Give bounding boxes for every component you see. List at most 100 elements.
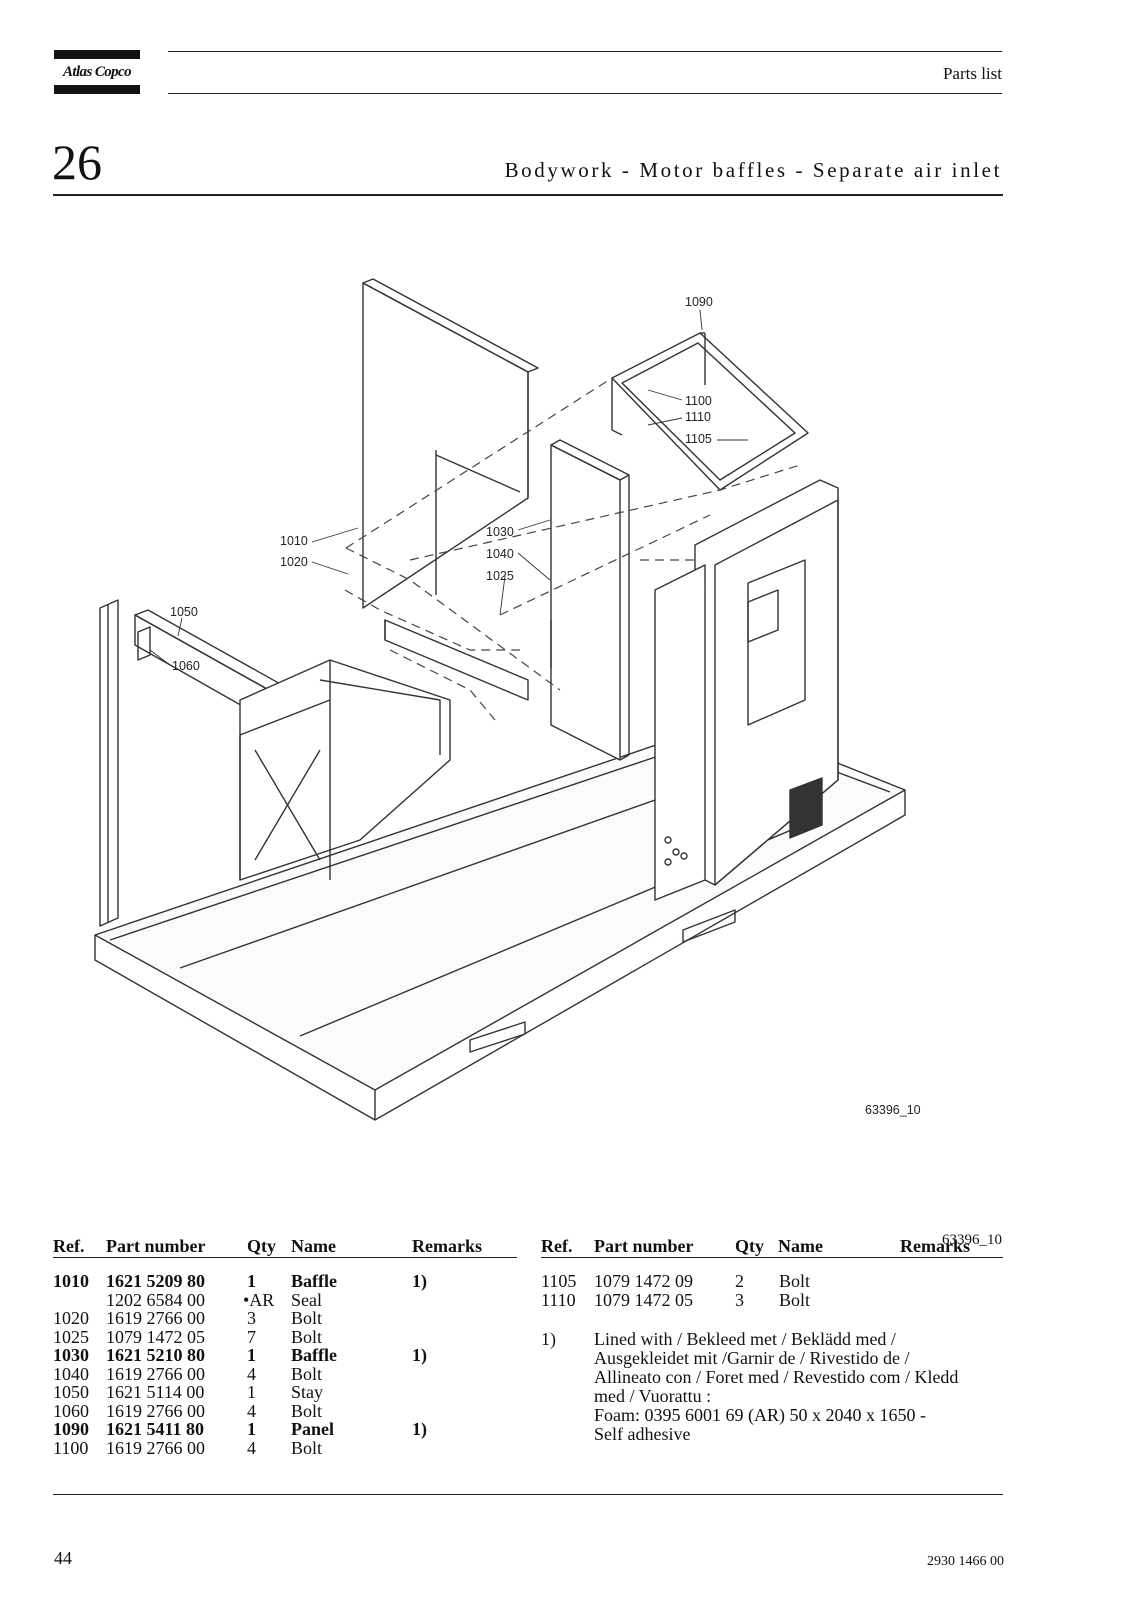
footer-rule <box>53 1494 1003 1495</box>
logo-bar-bottom <box>54 85 140 94</box>
cell-part-number: 1621 5210 80 <box>106 1345 205 1365</box>
atlas-copco-logo: Atlas Copco <box>54 50 140 94</box>
cell-qty: 1 <box>247 1419 256 1439</box>
cell-ref: 1110 <box>541 1289 576 1310</box>
col-header-remarks-right: Remarks <box>900 1236 970 1256</box>
cell-ref: 1060 <box>53 1400 89 1421</box>
callout-1030: 1030 <box>486 525 514 539</box>
col-header-qty: Qty <box>247 1236 276 1256</box>
cell-ref: 1100 <box>53 1437 89 1458</box>
cell-qty: 4 <box>247 1363 256 1384</box>
table-header-rule-right <box>541 1257 1003 1258</box>
cell-name: Baffle <box>291 1271 337 1291</box>
logo-bar-top <box>54 50 140 59</box>
cell-ref: 1010 <box>53 1271 89 1291</box>
cell-part-number: 1079 1472 05 <box>594 1289 693 1310</box>
cell-remarks: 1) <box>412 1345 427 1365</box>
cell-part-number: 1621 5411 80 <box>106 1419 205 1439</box>
cell-qty: 3 <box>247 1308 256 1328</box>
callout-1090: 1090 <box>685 295 713 309</box>
cell-part-number: 1079 1472 05 <box>106 1326 205 1347</box>
cell-part-number: 1619 2766 00 <box>106 1400 205 1421</box>
cell-part-number: 1619 2766 00 <box>106 1437 205 1458</box>
drawing-id: 63396_10 <box>865 1103 921 1117</box>
callout-leaders <box>149 309 748 666</box>
col-header-qty-right: Qty <box>735 1236 764 1256</box>
header-rule-bottom <box>168 93 1002 94</box>
table-header-rule <box>53 1257 517 1258</box>
cell-remarks: 1) <box>412 1271 427 1291</box>
baffle-1030 <box>550 439 630 761</box>
footnote-text: Lined with / Bekleed met / Beklädd med /… <box>594 1330 994 1444</box>
col-header-remarks: Remarks <box>412 1236 482 1256</box>
cell-name: Bolt <box>291 1308 323 1328</box>
cell-qty: •AR <box>243 1289 275 1310</box>
page-number: 44 <box>54 1548 72 1568</box>
document-number: 2930 1466 00 <box>927 1554 1004 1569</box>
col-header-name: Name <box>291 1236 336 1256</box>
cell-name: Bolt <box>291 1400 323 1421</box>
callout-1020: 1020 <box>280 555 308 569</box>
cell-name: Bolt <box>291 1326 323 1347</box>
cell-name: Bolt <box>291 1437 323 1458</box>
baffle-1010 <box>362 278 539 701</box>
footnote-line: med / Vuorattu : <box>594 1386 712 1406</box>
cell-name: Bolt <box>779 1271 811 1291</box>
callout-1100: 1100 <box>685 394 712 408</box>
logo-text: Atlas Copco <box>63 64 132 80</box>
cell-name: Bolt <box>291 1363 323 1384</box>
cell-remarks: 1) <box>412 1419 427 1439</box>
stay-assembly <box>99 599 451 927</box>
panel-1090 <box>611 332 809 491</box>
footnote-line: Ausgekleidet mit /Garnir de / Rivestido … <box>594 1348 910 1368</box>
col-header-part-number: Part number <box>106 1236 206 1256</box>
cell-name: Bolt <box>779 1289 811 1310</box>
cell-part-number: 1619 2766 00 <box>106 1363 205 1384</box>
cell-part-number: 1079 1472 09 <box>594 1271 693 1291</box>
cell-qty: 2 <box>735 1271 744 1291</box>
parts-table-right: Ref. Part number Qty Name Remarks 1105 10… <box>541 1236 1003 1309</box>
chapter-number: 26 <box>52 134 102 190</box>
cell-name: Stay <box>291 1382 324 1402</box>
cell-ref: 1105 <box>541 1271 577 1291</box>
cell-name: Panel <box>291 1419 334 1439</box>
cell-qty: 4 <box>247 1437 256 1458</box>
col-header-ref-right: Ref. <box>541 1236 573 1256</box>
callout-1010: 1010 <box>280 534 308 548</box>
callout-1025: 1025 <box>486 569 514 583</box>
cell-name: Seal <box>291 1289 322 1310</box>
cell-qty: 7 <box>247 1326 256 1347</box>
parts-table-left: Ref. Part number Qty Name Remarks 1010 16… <box>53 1236 517 1466</box>
cell-ref: 1020 <box>53 1308 89 1328</box>
footnote-line: Lined with / Bekleed met / Beklädd med / <box>594 1329 896 1349</box>
cell-part-number: 1621 5209 80 <box>106 1271 205 1291</box>
col-header-ref: Ref. <box>53 1236 85 1256</box>
col-header-part-number-right: Part number <box>594 1236 694 1256</box>
cell-qty: 1 <box>247 1382 256 1402</box>
callout-1110: 1110 <box>685 410 711 424</box>
footnote-line: Allineato con / Foret med / Revestido co… <box>594 1367 959 1387</box>
assembly-lines <box>344 377 801 721</box>
footnote-marker: 1) <box>541 1329 556 1349</box>
cell-part-number: 1202 6584 00 <box>106 1289 205 1310</box>
header-rule-top <box>168 51 1002 52</box>
exploded-parts-drawing: 1090 1100 1110 1105 1010 1020 1030 1040 … <box>94 278 921 1121</box>
cell-ref: 1040 <box>53 1363 89 1384</box>
cell-ref: 1090 <box>53 1419 89 1439</box>
callout-1050: 1050 <box>170 605 198 619</box>
footnote-line: Self adhesive <box>594 1424 691 1444</box>
cell-ref: 1025 <box>53 1326 89 1347</box>
cell-ref: 1050 <box>53 1382 89 1402</box>
cell-qty: 1 <box>247 1345 256 1365</box>
door-cabinet <box>654 479 839 901</box>
callout-1105: 1105 <box>685 432 712 446</box>
cell-qty: 1 <box>247 1271 256 1291</box>
chapter-title: Bodywork - Motor baffles - Separate air … <box>504 158 1002 182</box>
footnote-line: Foam: 0395 6001 69 (AR) 50 x 2040 x 1650… <box>594 1405 926 1425</box>
col-header-name-right: Name <box>778 1236 823 1256</box>
chapter-rule <box>53 194 1003 196</box>
callout-1060: 1060 <box>172 659 200 673</box>
callout-1040: 1040 <box>486 547 514 561</box>
figure-reference: 63396_10 <box>942 1232 1002 1248</box>
cell-part-number: 1621 5114 00 <box>106 1382 205 1402</box>
